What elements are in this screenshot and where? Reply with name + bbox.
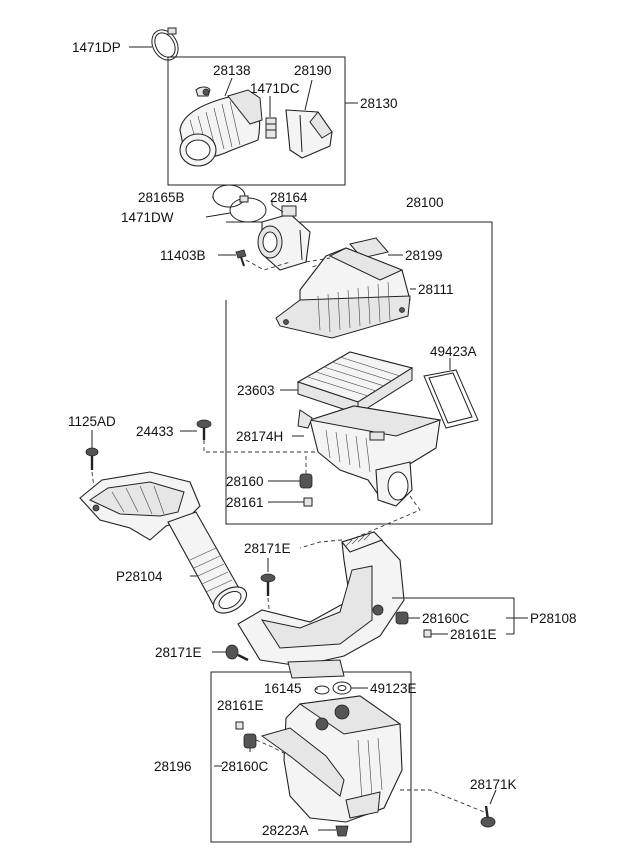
resonator-tank-28196 (260, 695, 403, 823)
clip-28223a (335, 825, 349, 837)
resonator-28190 (285, 109, 333, 159)
airflow-sensor-28164 (257, 205, 311, 271)
label-28171k: 28171K (470, 777, 517, 792)
gasket-49423a (423, 369, 479, 429)
label-p28104: P28104 (116, 569, 163, 584)
label-1471dp: 1471DP (72, 40, 121, 55)
collar-28161e-lower (235, 721, 244, 730)
label-28160: 28160 (226, 474, 264, 489)
label-24433: 24433 (136, 424, 174, 439)
label-28199: 28199 (405, 248, 443, 263)
label-28161: 28161 (226, 495, 264, 510)
inlet-hose-28138 (179, 86, 263, 167)
air-cleaner-body-28174h (297, 405, 442, 507)
label-28171e-lower: 28171E (155, 645, 202, 660)
bolt-11403b (235, 249, 247, 267)
label-28196: 28196 (154, 759, 192, 774)
bolt-28171e-upper (260, 573, 276, 596)
label-1471dc: 1471DC (250, 81, 300, 96)
label-28130: 28130 (360, 96, 398, 111)
label-28160c-upper: 28160C (422, 611, 470, 626)
label-28161e-upper: 28161E (450, 627, 497, 642)
label-28100: 28100 (406, 195, 444, 210)
grommet-28160c-lower (243, 733, 257, 749)
bolt-1125ad (85, 447, 99, 470)
label-28171e-upper: 28171E (244, 541, 291, 556)
grommet-49123e (332, 681, 352, 695)
filter-element-23603 (296, 351, 414, 415)
clamp-1471dw (229, 195, 267, 223)
grommet-28160c-upper (395, 611, 409, 625)
collar-28161e-upper (423, 629, 432, 638)
label-49123e: 49123E (370, 681, 417, 696)
label-23603: 23603 (237, 383, 275, 398)
label-28190: 28190 (294, 63, 332, 78)
clamp-1471dp (151, 27, 179, 61)
label-11403b: 11403B (160, 248, 206, 263)
group-box-28100 (225, 221, 493, 525)
label-28138: 28138 (213, 63, 251, 78)
air-cleaner-cover-28111 (275, 247, 411, 339)
label-1471dw: 1471DW (121, 210, 174, 225)
label-28160c-lower: 28160C (221, 759, 269, 774)
resonator-duct-p28108 (237, 531, 405, 679)
label-28174h: 28174H (236, 429, 283, 444)
label-p28108: P28108 (530, 611, 577, 626)
intake-duct-p28104 (79, 471, 248, 614)
group-box-28130 (167, 56, 346, 186)
label-28165b: 28165B (138, 190, 185, 205)
collar-28161 (303, 497, 313, 507)
label-28111: 28111 (418, 282, 454, 297)
bolt-24433 (196, 419, 212, 440)
label-28164: 28164 (270, 190, 308, 205)
label-49423a: 49423A (430, 344, 477, 359)
grommet-28160 (299, 473, 313, 489)
label-1125ad: 1125AD (68, 414, 116, 429)
clamp-1471dc (265, 117, 277, 139)
washer-16145 (314, 685, 330, 695)
bolt-28171k (480, 805, 496, 828)
label-28223a: 28223A (262, 823, 309, 838)
label-28161e-lower: 28161E (217, 698, 264, 713)
bolt-28171e-lower (225, 644, 249, 662)
label-16145: 16145 (264, 681, 302, 696)
